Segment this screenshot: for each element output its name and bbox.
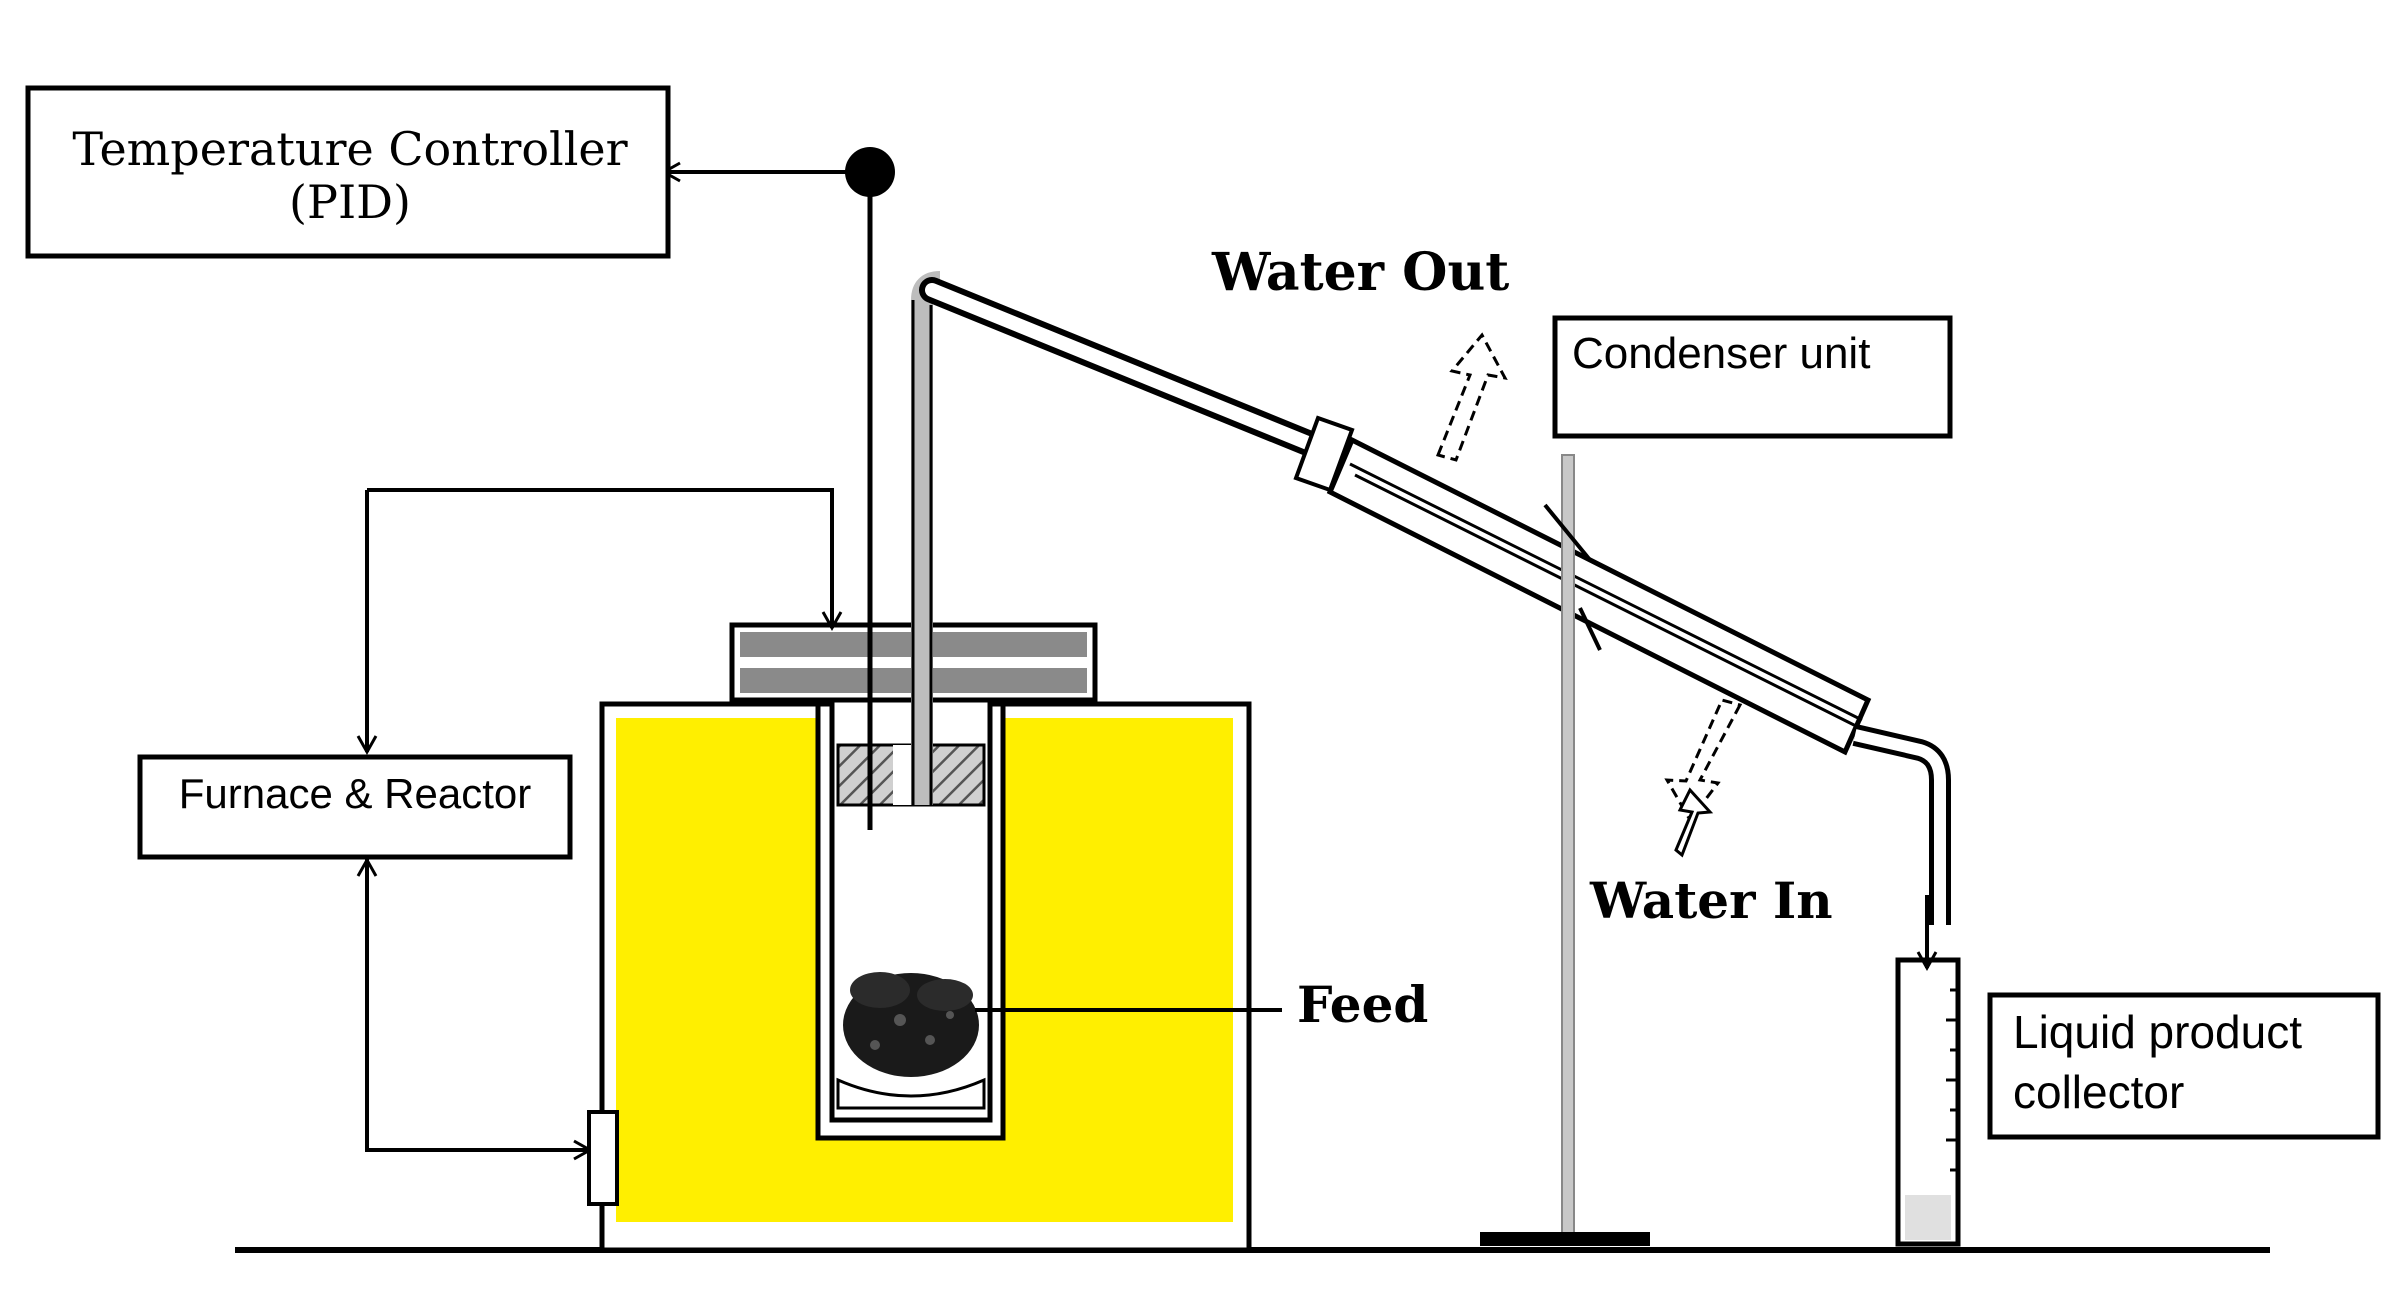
liquid-product-label: Liquid product <box>2013 1006 2302 1058</box>
condenser-stand <box>1480 454 1650 1246</box>
temperature-controller-box <box>25 85 671 259</box>
liquid-product-collector <box>1895 957 1961 1247</box>
feed-label: Feed <box>1297 975 1428 1034</box>
control-loop-lines <box>356 488 843 1161</box>
water-in-arrow-icon <box>1664 698 1743 858</box>
furnace-reactor-box <box>137 754 573 860</box>
temperature-controller-pid-label: (PID) <box>289 175 411 229</box>
furnace-side-port <box>587 1110 619 1206</box>
condenser-unit-box <box>1552 315 1953 439</box>
water-out-label: Water Out <box>1211 242 1509 303</box>
condenser-unit-label: Condenser unit <box>1572 329 1870 378</box>
collector-label: collector <box>2013 1066 2184 1118</box>
condenser-assembly <box>919 277 1951 925</box>
water-out-arrow-icon <box>1435 332 1508 462</box>
liquid-product-collector-box <box>1987 992 2381 1140</box>
water-in-label: Water In <box>1589 871 1833 930</box>
furnace-reactor-label: Furnace & Reactor <box>179 770 532 817</box>
temperature-controller-label: Temperature Controller <box>72 122 627 176</box>
feed-material <box>843 972 979 1077</box>
